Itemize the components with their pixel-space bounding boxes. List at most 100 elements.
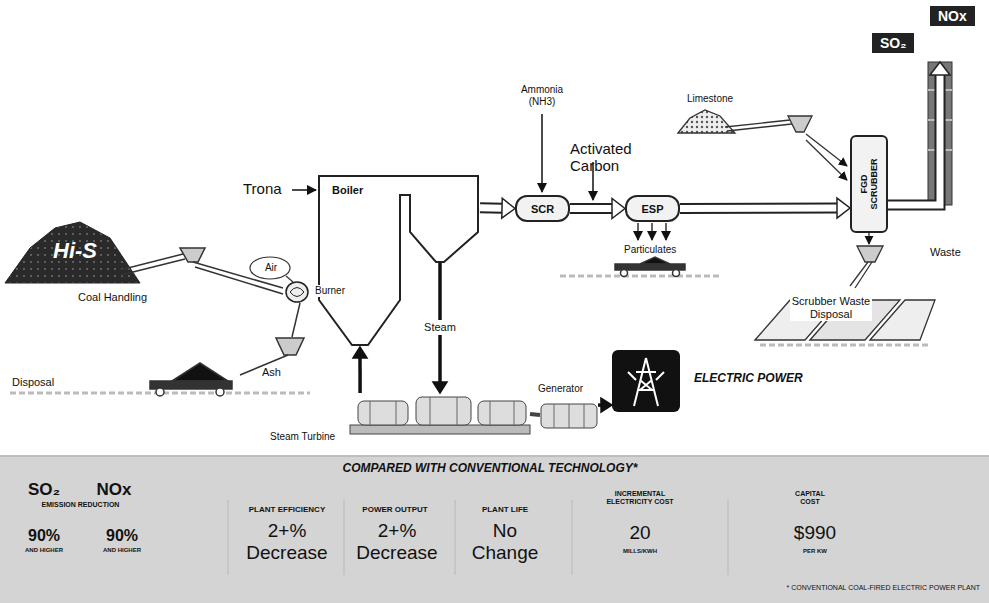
arrow-head — [837, 198, 850, 218]
particulate-removal — [640, 257, 670, 264]
table-band — [0, 455, 989, 457]
scrubber-waste — [755, 233, 935, 345]
table-header: PLANT EFFICIENCY — [232, 505, 342, 514]
additive-label: Activated Carbon — [570, 140, 685, 175]
table-value: 2+% Decrease — [347, 520, 447, 564]
generator-outline — [541, 404, 597, 428]
coal-conveyor — [180, 248, 205, 262]
limestone-feed — [725, 120, 790, 127]
steam-turbine-outline — [490, 401, 491, 425]
arrow-head — [930, 62, 950, 75]
table-header: POWER OUTPUT — [345, 505, 445, 514]
electric-power-icon-outline — [628, 358, 664, 406]
steam-turbine-outline — [430, 397, 431, 425]
flow-arrow-body — [570, 205, 613, 212]
arrow-head — [353, 347, 367, 358]
particulate-removal — [637, 223, 639, 240]
ash-label: Ash — [262, 366, 292, 379]
precipitator-vessel: ESP — [625, 195, 680, 222]
ash-system — [172, 363, 228, 381]
scrubber-waste — [857, 246, 883, 262]
flow-arrow-body — [888, 74, 940, 205]
table-value: No Change — [465, 520, 545, 564]
landfill-label: Scrubber Waste Disposal — [790, 294, 872, 321]
particulate-removal — [560, 223, 720, 277]
limestone-feed — [678, 110, 847, 180]
table-title: COMPARED WITH CONVENTIONAL TECHNOLOGY* — [250, 462, 730, 476]
ammonia-arrow — [542, 114, 543, 192]
scrubber-waste — [868, 233, 869, 244]
table-band — [0, 455, 989, 603]
scrubber-tower-text: FGD SCRUBBER — [859, 153, 880, 215]
table-band — [571, 500, 573, 575]
boiler-outline — [319, 176, 478, 345]
arrow-head — [502, 198, 515, 218]
flow-arrow — [680, 198, 850, 218]
table-unit: MILLS/KWH — [600, 548, 680, 555]
burner-text: Burner — [314, 285, 346, 297]
additive-label: Trona — [243, 180, 289, 197]
limestone-feed — [788, 116, 812, 132]
scrubber-waste — [760, 344, 930, 347]
flow-arrow-outline — [680, 203, 838, 215]
scrubber-tower: FGD SCRUBBER — [850, 135, 888, 233]
generator-outline — [540, 400, 598, 430]
coal-pile-label: Hi-S — [40, 238, 110, 263]
generator-text: Generator — [538, 383, 583, 395]
burner: Burner — [286, 281, 358, 303]
particulates-label: Particulates — [624, 244, 694, 256]
electric-power-icon-outline — [612, 350, 680, 412]
air-inlet — [250, 257, 293, 282]
edge-label: Steam — [422, 320, 458, 335]
precipitator-vessel-text: ESP — [627, 203, 678, 216]
table-band — [0, 455, 989, 603]
disposal-label: Disposal — [12, 376, 72, 389]
electric-power-icon-text: ELECTRIC POWER — [694, 372, 803, 386]
stack-emissions-text: SO₂ — [872, 33, 914, 53]
table-header: PLANT LIFE — [455, 505, 555, 514]
reagent-label: Ammonia (NH3) — [512, 84, 572, 107]
material-label: Limestone — [678, 93, 742, 105]
flow-arrow-outline — [888, 74, 940, 205]
generator: Generator — [540, 400, 598, 430]
burner-outline — [286, 282, 308, 302]
table-band — [343, 500, 345, 575]
reactor-vessel-text: SCR — [517, 203, 568, 216]
flow-arrow — [888, 62, 950, 205]
ash-system — [292, 303, 300, 337]
steam-turbine-outline — [416, 397, 471, 425]
trona-arrow — [292, 189, 316, 191]
table-band — [228, 500, 728, 575]
generator-outline — [554, 404, 555, 428]
scrubber-waste — [870, 300, 935, 340]
flow-arrow-body — [480, 204, 503, 212]
table-value: 90% — [90, 527, 154, 545]
flow-arrow-body — [680, 205, 838, 213]
particulate-removal — [651, 223, 653, 240]
limestone-feed — [806, 140, 847, 180]
limestone-feed — [806, 134, 847, 166]
flow-arrow — [598, 398, 612, 412]
particulate-removal — [673, 270, 680, 277]
air-inlet — [286, 276, 293, 282]
table-header: SO₂ — [18, 480, 70, 500]
ash-system — [216, 388, 224, 396]
stack-emissions: NOxSO₂ — [872, 6, 984, 62]
steam-turbine-outline — [350, 393, 530, 435]
air-inlet — [250, 257, 290, 279]
coal-pile — [5, 222, 140, 283]
generator-outline — [569, 404, 570, 428]
steam-turbine-outline — [370, 401, 371, 425]
table-band — [227, 500, 229, 575]
flow-arrow — [353, 347, 367, 393]
scrubber-waste — [855, 262, 872, 288]
shaft-line — [530, 414, 540, 415]
arrow-head — [612, 199, 625, 219]
ash-system — [276, 338, 304, 355]
ash-system — [10, 303, 310, 396]
flow-arrow-outline — [570, 203, 613, 214]
flow-arrow-line — [358, 357, 362, 393]
generator-outline — [554, 404, 584, 428]
table-value: $990 — [772, 522, 858, 544]
limestone-feed — [678, 110, 735, 133]
